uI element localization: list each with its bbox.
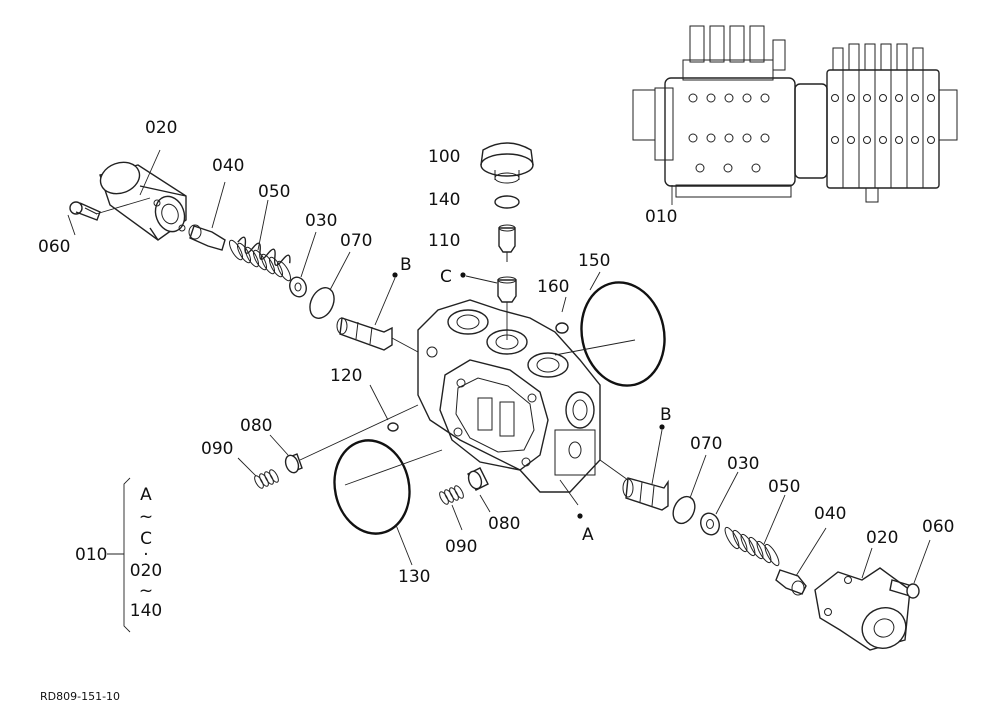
label-060-left: 060 xyxy=(38,237,70,257)
label-050-right: 050 xyxy=(768,477,800,497)
assembly-range-item: · xyxy=(143,545,148,565)
label-070-top: 070 xyxy=(340,231,372,251)
label-010-inset: 010 xyxy=(645,207,677,227)
label-120: 120 xyxy=(330,366,362,386)
part-150-oring xyxy=(580,281,666,387)
left-lower-parts xyxy=(237,404,419,489)
label-090-mid: 090 xyxy=(445,537,477,557)
label-070-right: 070 xyxy=(690,434,722,454)
mid-lower-parts xyxy=(439,467,583,531)
assembly-range-item: C xyxy=(140,529,152,549)
label-060-right: 060 xyxy=(922,517,954,537)
label-040-top: 040 xyxy=(212,156,244,176)
label-130: 130 xyxy=(398,567,430,587)
label-B-top: B xyxy=(400,255,412,275)
valve-section-body xyxy=(417,299,601,493)
label-160: 160 xyxy=(537,277,569,297)
label-A-mid: A xyxy=(582,525,594,545)
part-130-oring xyxy=(333,439,411,535)
assembly-range-item: A xyxy=(140,485,152,505)
assembly-range-item: 140 xyxy=(130,601,162,621)
label-150: 150 xyxy=(578,251,610,271)
label-030-right: 030 xyxy=(727,454,759,474)
label-020-right: 020 xyxy=(866,528,898,548)
part-120-ring xyxy=(387,422,399,432)
left-spool-assembly xyxy=(67,149,419,353)
assembly-legend: 010 A~C·020~140 xyxy=(75,477,162,633)
label-110: 110 xyxy=(428,231,460,251)
part-160-ring xyxy=(555,322,569,334)
drawing-reference: RD809-151-10 xyxy=(40,690,120,703)
assembly-range-item: ~ xyxy=(139,507,153,527)
assembly-number: 010 xyxy=(75,545,107,565)
label-100: 100 xyxy=(428,147,460,167)
assembly-range-item: 020 xyxy=(130,561,162,581)
assembly-range-item: ~ xyxy=(139,581,153,601)
label-080-mid: 080 xyxy=(488,514,520,534)
label-040-right: 040 xyxy=(814,504,846,524)
label-030-top: 030 xyxy=(305,211,337,231)
label-C: C xyxy=(440,267,452,287)
right-spool-assembly xyxy=(599,424,931,651)
label-080-left: 080 xyxy=(240,416,272,436)
label-090-left: 090 xyxy=(201,439,233,459)
label-050-top: 050 xyxy=(258,182,290,202)
inset-control-valve xyxy=(632,25,958,205)
part-labels: 020 040 050 030 070 060 B 100 140 110 C … xyxy=(38,118,954,587)
label-B-right: B xyxy=(660,405,672,425)
label-140: 140 xyxy=(428,190,460,210)
label-020-top: 020 xyxy=(145,118,177,138)
relief-valve-stack xyxy=(480,142,534,340)
